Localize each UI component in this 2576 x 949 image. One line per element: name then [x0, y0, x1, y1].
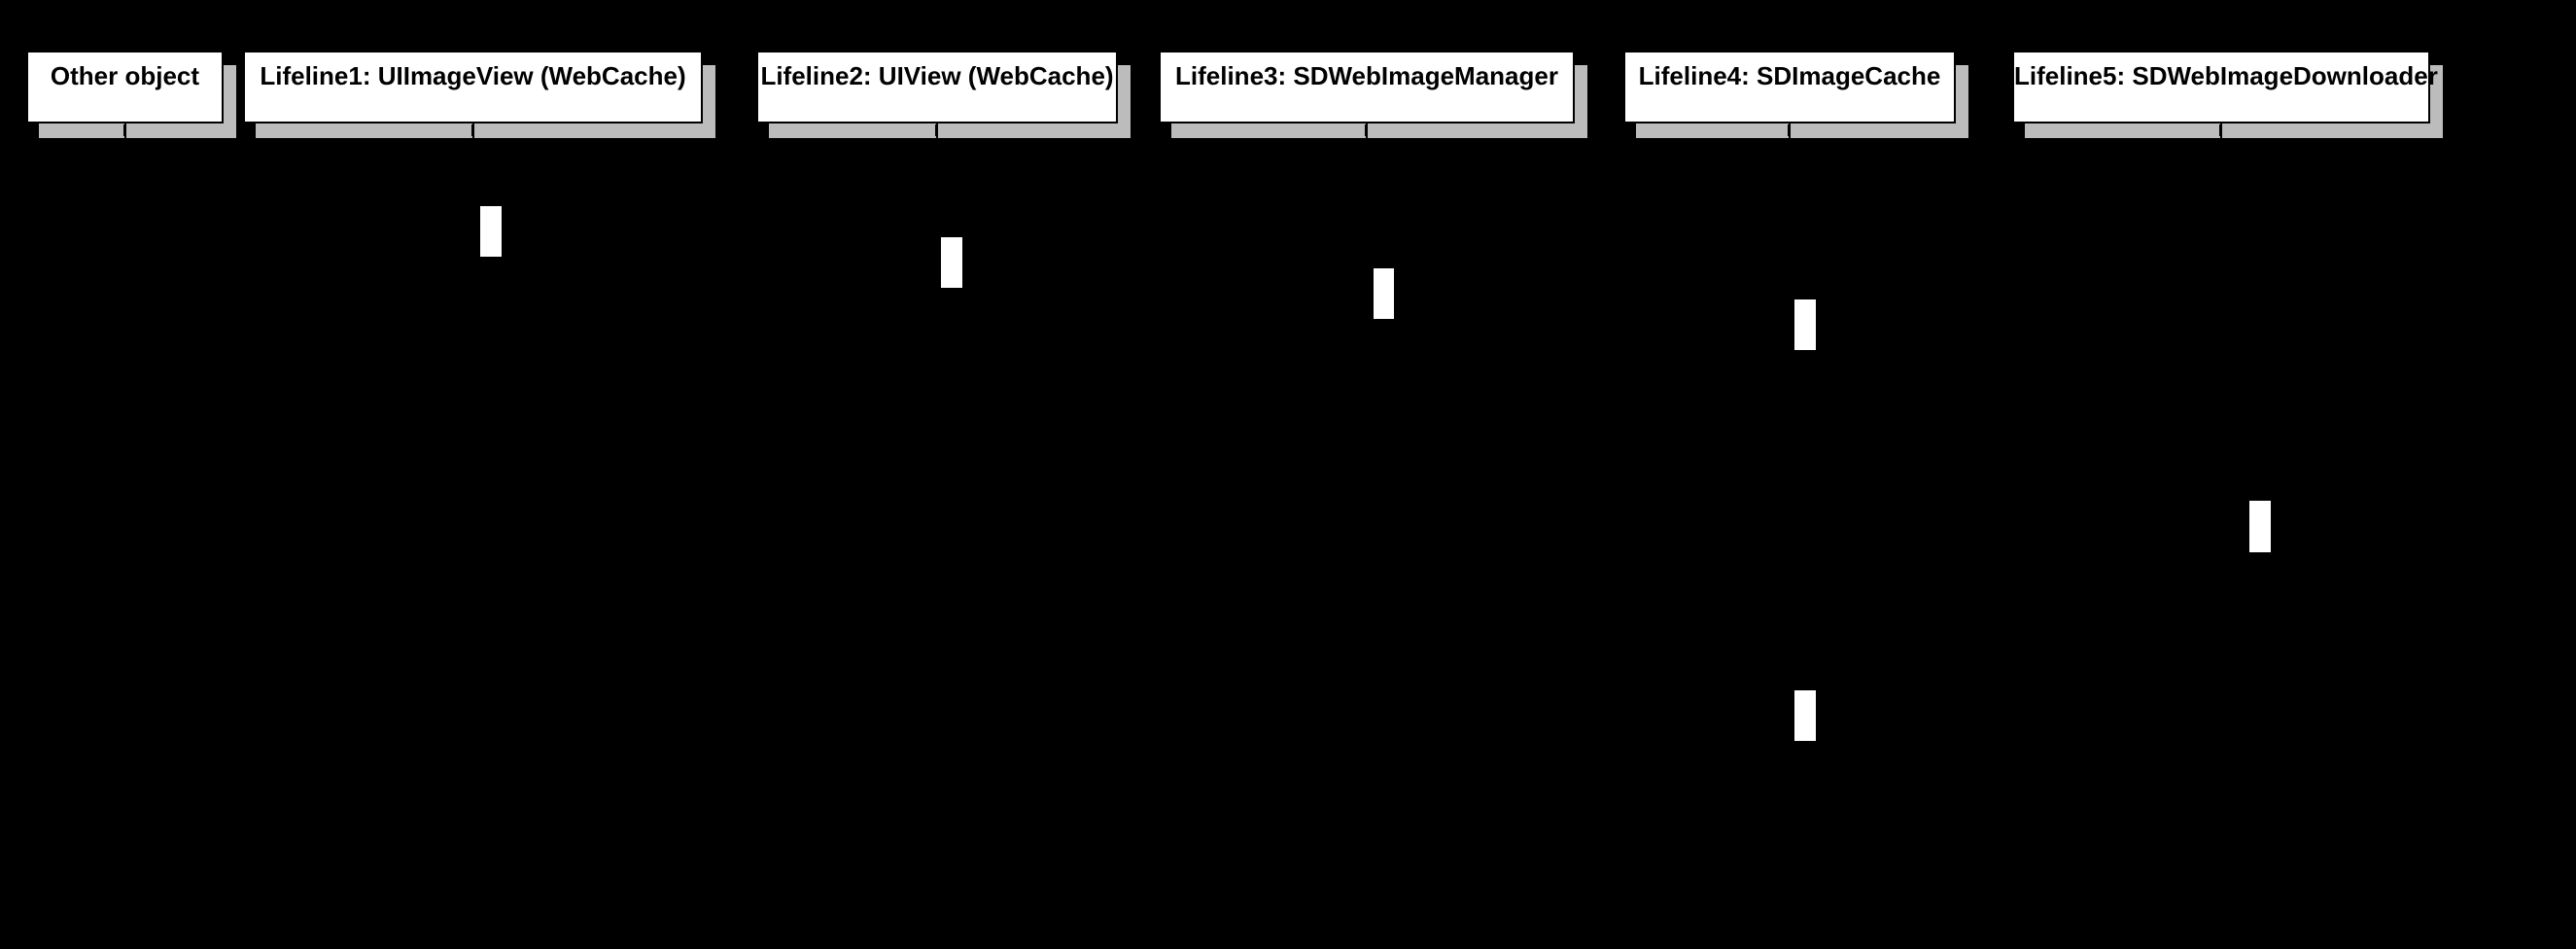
lifeline-label: Lifeline4: SDImageCache — [1638, 61, 1941, 90]
lifeline-head-uiview: Lifeline2: UIView (WebCache) — [756, 51, 1118, 123]
lifeline-label: Lifeline5: SDWebImageDownloader — [2014, 61, 2438, 90]
lifeline-head-uiimageview: Lifeline1: UIImageView (WebCache) — [243, 51, 703, 123]
activation-bar-uiimageview — [479, 205, 503, 258]
lifeline-start-tick — [935, 124, 938, 136]
lifeline-line — [1789, 123, 1791, 927]
lifeline-head-other-object: Other object — [26, 51, 224, 123]
lifeline-head-sdwebimagedownloader: Lifeline5: SDWebImageDownloader — [2012, 51, 2438, 123]
lifeline-line — [1366, 123, 1368, 927]
lifeline-label: Lifeline3: SDWebImageManager — [1175, 61, 1558, 90]
lifeline-start-tick — [2219, 124, 2222, 136]
lifeline-head-sdimagecache: Lifeline4: SDImageCache — [1623, 51, 1956, 123]
activation-bar-sdimagecache-1 — [1793, 299, 1817, 351]
lifeline-head-sdwebimagemanager: Lifeline3: SDWebImageManager — [1159, 51, 1575, 123]
lifeline-start-tick — [471, 124, 474, 136]
lifeline-line — [124, 123, 126, 927]
lifeline-line — [472, 123, 474, 927]
lifeline-start-tick — [1365, 124, 1368, 136]
activation-bar-sdwebimagedownloader — [2248, 500, 2272, 553]
lifeline-label: Other object — [50, 61, 200, 90]
activation-bar-uiview — [940, 236, 963, 289]
activation-bar-sdimagecache-2 — [1793, 689, 1817, 742]
activation-bar-sdwebimagemanager — [1373, 267, 1395, 320]
lifeline-line — [2220, 123, 2222, 927]
lifeline-label: Lifeline2: UIView (WebCache) — [760, 61, 1114, 90]
lifeline-label: Lifeline1: UIImageView (WebCache) — [260, 61, 686, 90]
lifeline-line — [936, 123, 938, 927]
lifeline-start-tick — [1788, 124, 1791, 136]
lifeline-start-tick — [123, 124, 126, 136]
